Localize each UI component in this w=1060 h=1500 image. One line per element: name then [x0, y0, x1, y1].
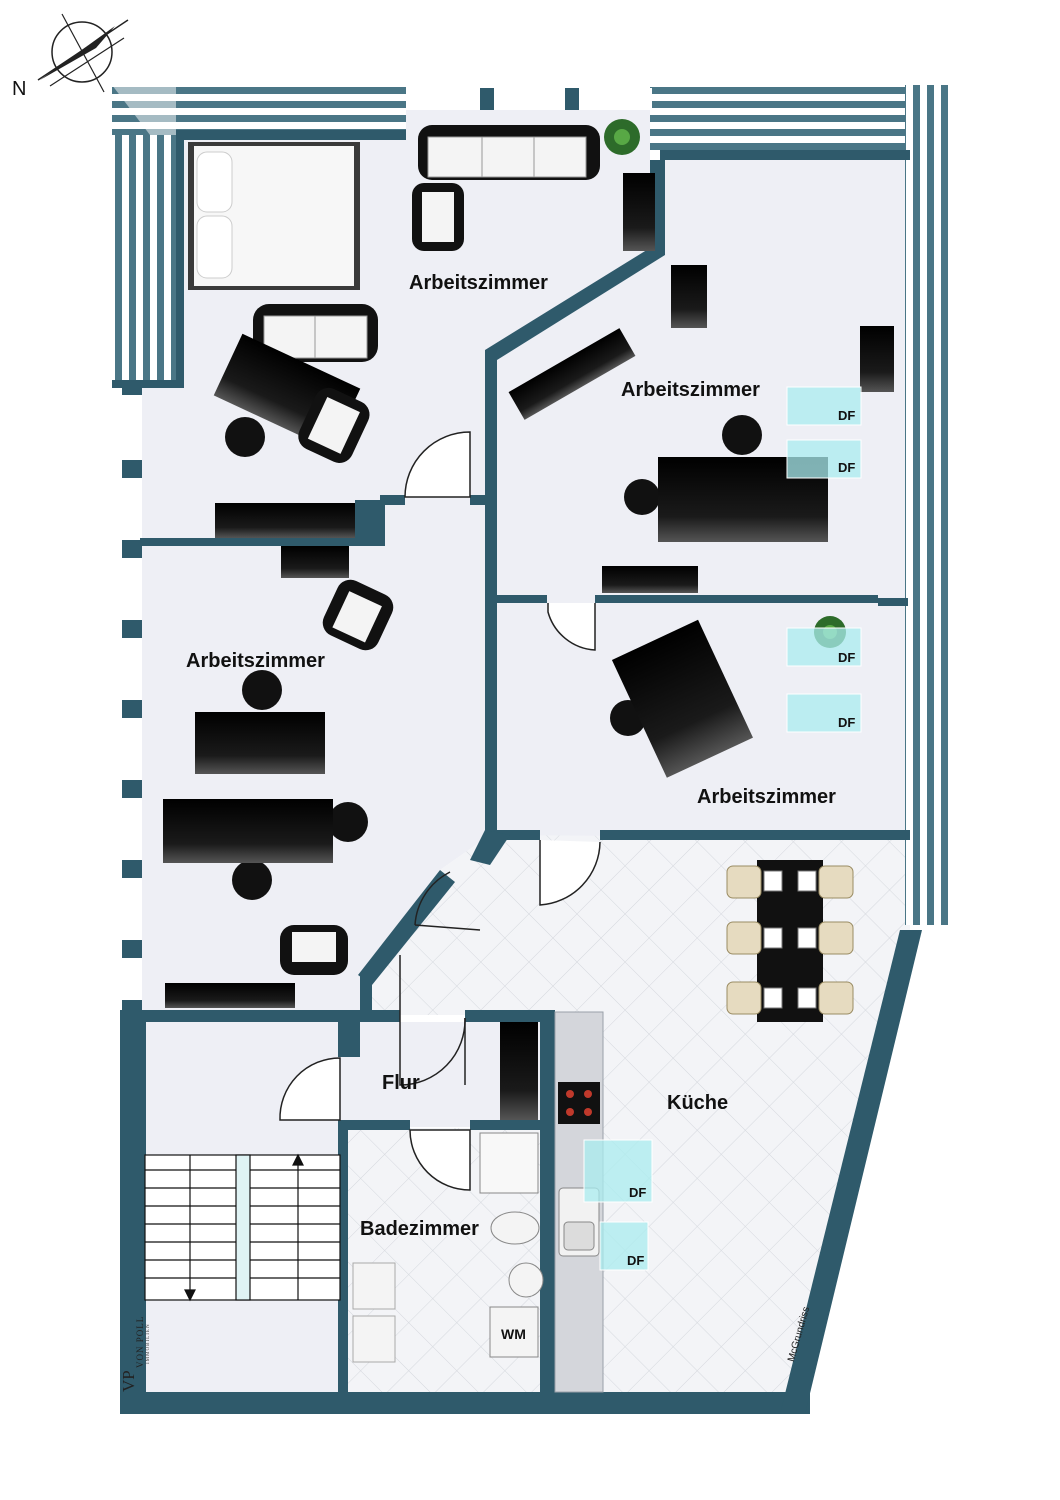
room-label-office-right-top: Arbeitszimmer: [621, 379, 760, 401]
washing-machine-label: WM: [501, 1326, 526, 1342]
sofa-top: [418, 125, 600, 180]
bathroom-cabinets: [352, 1262, 396, 1363]
armchair: [280, 925, 348, 975]
skylight-label: DF: [838, 650, 856, 665]
bed: [188, 142, 360, 290]
sofa-left: [253, 304, 378, 362]
sideboard: [215, 503, 355, 538]
walls: [112, 130, 922, 1414]
sideboard: [165, 983, 295, 1008]
armchair-top: [412, 183, 464, 251]
dining-table: [726, 860, 854, 1022]
skylight-label: DF: [629, 1185, 647, 1200]
logo-name: VON POLL: [135, 1315, 145, 1368]
room-label-kitchen: Küche: [667, 1092, 729, 1114]
skylight-label: DF: [838, 715, 856, 730]
sideboard: [602, 566, 698, 593]
skylight-label: DF: [838, 408, 856, 423]
cabinet: [860, 326, 894, 392]
skylight-label: DF: [838, 460, 856, 475]
shower: [479, 1132, 539, 1194]
skylights: [583, 386, 862, 1271]
office-chair: [624, 415, 762, 515]
cabinet: [623, 173, 655, 251]
skylight-label: DF: [627, 1253, 645, 1268]
room-label-bathroom: Badezimmer: [360, 1218, 479, 1240]
roof-slope: [112, 85, 953, 1025]
washing-machine: [489, 1306, 539, 1358]
fridge: [500, 1022, 538, 1120]
desk: [195, 712, 325, 774]
room-label-office-left: Arbeitszimmer: [186, 650, 325, 672]
doors: [279, 431, 601, 1191]
office-chair: [232, 670, 646, 900]
desk: [611, 619, 753, 778]
office-chair: [225, 417, 265, 457]
room-label-office-top: Arbeitszimmer: [409, 272, 548, 294]
cabinet: [281, 546, 349, 578]
compass-north-label: N: [12, 78, 27, 100]
armchair: [322, 579, 394, 651]
armchair: [298, 387, 370, 463]
plant-icon: [604, 119, 640, 155]
logo-subtitle: IMMOBILIEN: [146, 1323, 151, 1364]
logo-monogram: VP: [119, 1370, 138, 1392]
furniture: [163, 119, 894, 1393]
cabinet: [671, 265, 707, 328]
compass-icon: [37, 13, 129, 93]
desk: [163, 799, 333, 863]
staircase: [144, 1153, 341, 1302]
desk: [508, 328, 636, 420]
toilet-icon: [490, 1211, 540, 1245]
sink-icon: [508, 1262, 544, 1298]
room-label-office-right-bottom: Arbeitszimmer: [697, 786, 836, 808]
room-label-hallway: Flur: [382, 1072, 420, 1094]
